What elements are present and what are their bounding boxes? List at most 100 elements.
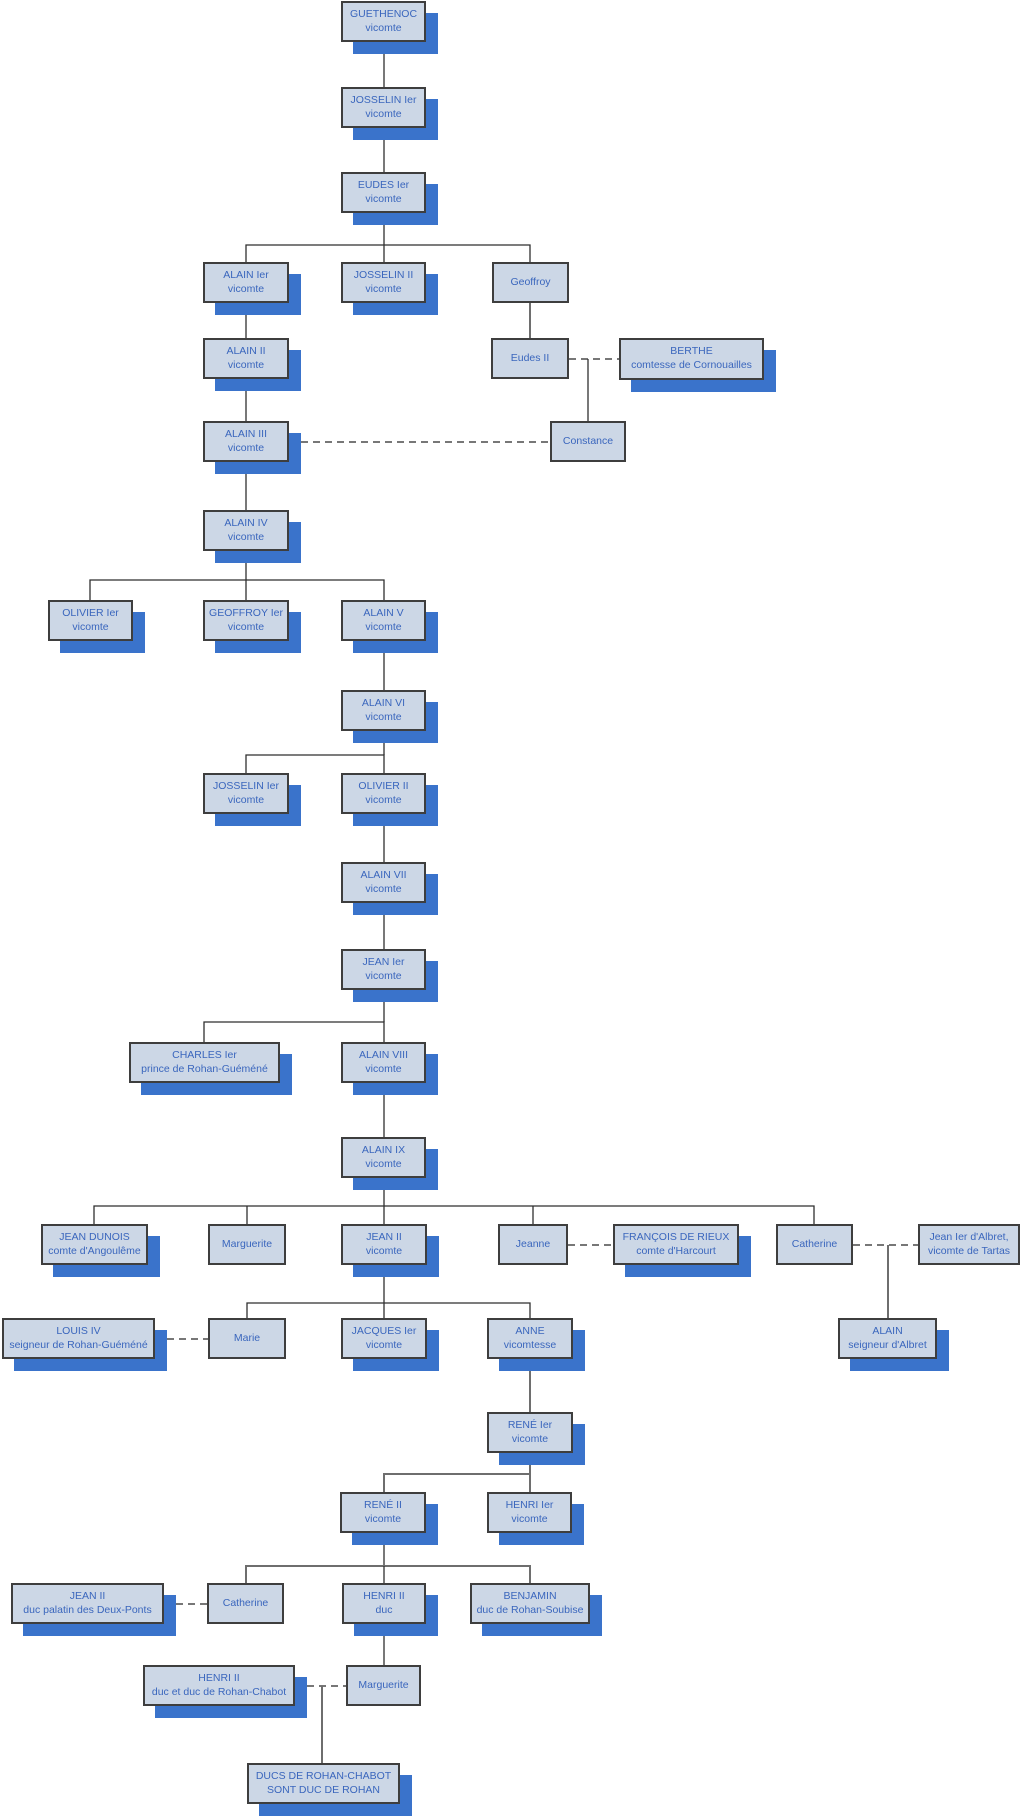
node-subtitle: vicomte (365, 882, 402, 895)
node-subtitle: vicomte (365, 1157, 402, 1170)
node-subtitle: seigneur d'Albret (848, 1338, 927, 1351)
node-name: Catherine (222, 1596, 269, 1609)
node-marie[interactable]: Marie (208, 1318, 286, 1359)
node-name: ALAIN VI (361, 696, 406, 709)
connector-rene-2-children-rail (245, 1565, 531, 1583)
connector-alain-6-children-rail (245, 754, 385, 773)
node-name: Marguerite (358, 1678, 409, 1691)
node-name: ALAIN VII (360, 868, 407, 881)
node-subtitle: vicomte (365, 107, 402, 120)
node-name: JOSSELIN Ier (350, 93, 417, 106)
node-subtitle: vicomtesse (503, 1338, 557, 1351)
node-marguerite-2[interactable]: Marguerite (346, 1665, 421, 1706)
node-jean-albret[interactable]: Jean Ier d'Albret,vicomte de Tartas (918, 1224, 1020, 1265)
node-name: ALAIN III (224, 427, 267, 440)
node-name: ALAIN (872, 1324, 903, 1337)
node-subtitle: duc (375, 1603, 393, 1616)
node-subtitle: vicomte (72, 620, 109, 633)
node-name: OLIVIER Ier (62, 606, 119, 619)
connector-alain-4-children-rail (89, 579, 385, 600)
node-name: Marie (233, 1331, 261, 1344)
node-subtitle: vicomte (365, 969, 402, 982)
node-subtitle: duc de Rohan-Soubise (476, 1603, 584, 1616)
node-eudes-2[interactable]: Eudes II (491, 338, 569, 379)
node-name: ALAIN V (363, 606, 404, 619)
node-subtitle: vicomte de Tartas (927, 1244, 1011, 1257)
node-catherine-1[interactable]: Catherine (776, 1224, 853, 1265)
node-name: HENRI Ier (505, 1498, 554, 1511)
node-subtitle: vicomte (365, 282, 402, 295)
node-subtitle: vicomte (365, 620, 402, 633)
node-name: RENÉ II (364, 1498, 402, 1511)
node-name: LOUIS IV (56, 1324, 101, 1337)
node-geoffroy[interactable]: Geoffroy (492, 262, 569, 303)
node-subtitle: duc palatin des Deux-Ponts (23, 1603, 152, 1616)
node-subtitle: comte d'Harcourt (636, 1244, 716, 1257)
node-jeanne[interactable]: Jeanne (498, 1224, 568, 1265)
node-subtitle: vicomte (365, 192, 402, 205)
node-subtitle: vicomte (227, 441, 265, 454)
node-name: Constance (562, 434, 614, 447)
node-name: JACQUES Ier (351, 1324, 417, 1337)
connector-rene-1-children-rail (383, 1473, 531, 1492)
connector-eudes-1-children-rail (245, 244, 531, 262)
node-subtitle: prince de Rohan-Guéméné (141, 1062, 268, 1075)
node-marguerite-1[interactable]: Marguerite (208, 1224, 286, 1265)
connector-jean-1-children-rail (203, 1021, 385, 1042)
node-name: Jeanne (515, 1237, 551, 1250)
node-name: JEAN II (366, 1230, 402, 1243)
node-subtitle: vicomte (227, 620, 265, 633)
node-name: OLIVIER II (358, 779, 409, 792)
node-catherine-2[interactable]: Catherine (207, 1583, 284, 1624)
node-subtitle: vicomte (365, 710, 402, 723)
node-name: GUETHENOC (349, 7, 418, 20)
node-name: BENJAMIN (503, 1589, 557, 1602)
node-name: JEAN II (69, 1589, 106, 1602)
node-name: Catherine (791, 1237, 838, 1250)
node-constance[interactable]: Constance (550, 421, 626, 462)
node-name: Jean Ier d'Albret, (929, 1230, 1009, 1243)
node-subtitle: vicomte (511, 1432, 549, 1445)
node-name: Marguerite (221, 1237, 273, 1250)
node-name: HENRI II (363, 1589, 405, 1602)
node-subtitle: comte d'Angoulême (48, 1244, 141, 1257)
node-subtitle: vicomte (227, 358, 265, 371)
node-subtitle: vicomte (227, 530, 265, 543)
